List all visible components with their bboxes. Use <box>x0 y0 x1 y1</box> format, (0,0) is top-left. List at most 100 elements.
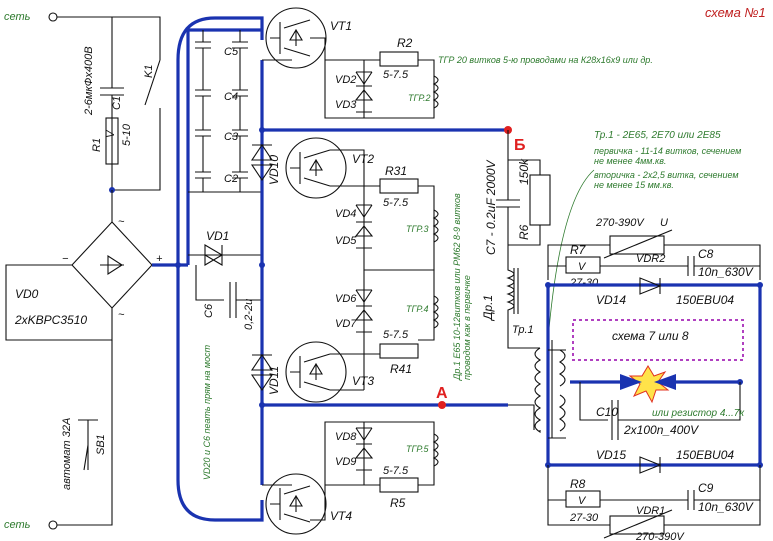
wire-output-frame <box>546 283 762 467</box>
capacitor-c7 <box>496 130 520 258</box>
electrode-left-icon <box>620 374 642 390</box>
r1-type: V <box>105 129 117 138</box>
r6-value: 150k <box>517 158 531 185</box>
vt3-ref: VT3 <box>352 374 374 388</box>
vd3-ref: VD3 <box>335 99 357 111</box>
vd14-ref: VD14 <box>596 293 626 307</box>
vdr2-value: 270-390V <box>595 217 645 229</box>
c10-ref: C10 <box>596 405 618 419</box>
vd9-ref: VD9 <box>335 456 356 468</box>
transformer-tr1 <box>508 340 566 438</box>
gate-network-vt3 <box>330 269 439 391</box>
r7-value: 27-30 <box>569 277 599 289</box>
diode-vd15 <box>639 456 662 474</box>
gate-network-bottom <box>262 421 439 521</box>
bridge-ac2: ~ <box>118 309 125 321</box>
vd1-ref: VD1 <box>206 229 229 243</box>
c4-ref: C4 <box>224 91 238 103</box>
varistor-vdr2 <box>609 235 665 255</box>
r5-ref: R5 <box>390 496 406 510</box>
c3-ref: C3 <box>224 131 239 143</box>
c9-value: 10n_630V <box>698 500 754 514</box>
r8-type: V <box>578 495 587 507</box>
tr1-ref: Тр.1 <box>512 324 534 336</box>
tvs-vd1 <box>188 244 262 266</box>
junction <box>757 282 763 288</box>
wire-mains-top <box>57 16 161 60</box>
r1-ref: R1 <box>91 138 103 152</box>
varistor-vdr1 <box>609 515 665 535</box>
wire-bridge-left <box>5 264 113 341</box>
tgr2-ref: ТГР.2 <box>408 93 431 103</box>
tr1-prim2: не менее 4мм.кв. <box>594 156 666 166</box>
vd6-ref: VD6 <box>335 293 357 305</box>
breaker-name: автомат 32А <box>61 418 73 490</box>
capacitor-bank: C5 C4 C3 C2 <box>188 30 262 193</box>
r41-ref: R41 <box>390 362 412 376</box>
vd15-part: 150EBU04 <box>676 448 734 462</box>
vdr2-ref: VDR2 <box>636 253 665 265</box>
vd8-ref: VD8 <box>335 431 357 443</box>
r31-value: 5-7.5 <box>383 197 409 209</box>
vt2-ref: VT2 <box>352 152 374 166</box>
vt4-ref: VT4 <box>330 509 352 523</box>
r31-ref: R31 <box>385 164 407 178</box>
vdr1-value: 270-390V <box>635 531 685 541</box>
diode-vd14 <box>639 277 662 295</box>
varistor-vdr2-slash <box>603 229 673 259</box>
c7-ref: C7 - 0.2uF 2000V <box>484 159 498 255</box>
vt1-ref: VT1 <box>330 19 352 33</box>
c10-value: 2х100n_400V <box>623 423 699 437</box>
capacitor-c1 <box>100 17 124 190</box>
note-vd20: VD20 и C6 пеать прям на мост <box>202 344 212 480</box>
scheme-box <box>572 319 744 361</box>
vd2-ref: VD2 <box>335 74 356 86</box>
gate-network-top <box>262 37 439 119</box>
transistor-vt4 <box>265 473 327 535</box>
r7-ref: R7 <box>570 243 587 257</box>
tgr5-ref: ТГР.5 <box>406 444 429 454</box>
cap-bank-right <box>232 30 248 192</box>
junction <box>545 282 551 288</box>
r8-ref: R8 <box>570 477 586 491</box>
c6-ref: C6 <box>203 303 215 318</box>
wire-vdr2 <box>547 244 761 280</box>
bridge-minus: − <box>62 253 69 265</box>
wire-dc-bottom <box>176 265 264 522</box>
capacitor-c9 <box>687 490 695 510</box>
tr1-note-leader <box>547 169 595 341</box>
tgr3-ref: ТГР.3 <box>406 224 429 234</box>
resistor-r7 <box>565 256 601 274</box>
vd7-ref: VD7 <box>335 318 357 330</box>
capacitor-c10 <box>579 382 741 440</box>
bridge-ac1: ~ <box>118 216 125 228</box>
c1-value: 2-6мкФх400В <box>83 46 95 116</box>
tr1-prim1: первичка - 11-14 витков, сечением <box>594 146 741 156</box>
bridge-plus: + <box>156 253 163 265</box>
wire-r6 <box>508 159 541 246</box>
wire-dc-top <box>176 16 264 265</box>
bridge-ref: VD0 <box>15 287 39 301</box>
transistor-vt3 <box>285 341 347 403</box>
vdr1-ref: VDR1 <box>636 505 665 517</box>
r2-ref: R2 <box>397 36 413 50</box>
scheme-box-label: схема 7 или 8 <box>612 329 689 343</box>
breaker-sb1 <box>78 419 98 471</box>
mains-top-label: сеть <box>4 11 31 23</box>
r5-value: 5-7.5 <box>383 465 409 477</box>
c9-ref: C9 <box>698 481 714 495</box>
wire-mains-bottom <box>57 340 113 526</box>
resistor-r1 <box>105 117 119 165</box>
wire-tr1-secondary <box>548 349 566 439</box>
r7-type: V <box>578 261 587 273</box>
c10-note: или резистор 4...7к <box>652 408 745 419</box>
tr1-sec2: не менее 15 мм.кв. <box>594 180 674 190</box>
c8-value: 10n_630V <box>698 265 754 279</box>
vd15-ref: VD15 <box>596 448 626 462</box>
vd10-ref: VD10 <box>267 155 281 185</box>
c5-ref: C5 <box>224 46 239 58</box>
c2-ref: C2 <box>224 173 238 185</box>
relay-k1 <box>112 59 161 191</box>
resistor-r6 <box>529 174 551 226</box>
